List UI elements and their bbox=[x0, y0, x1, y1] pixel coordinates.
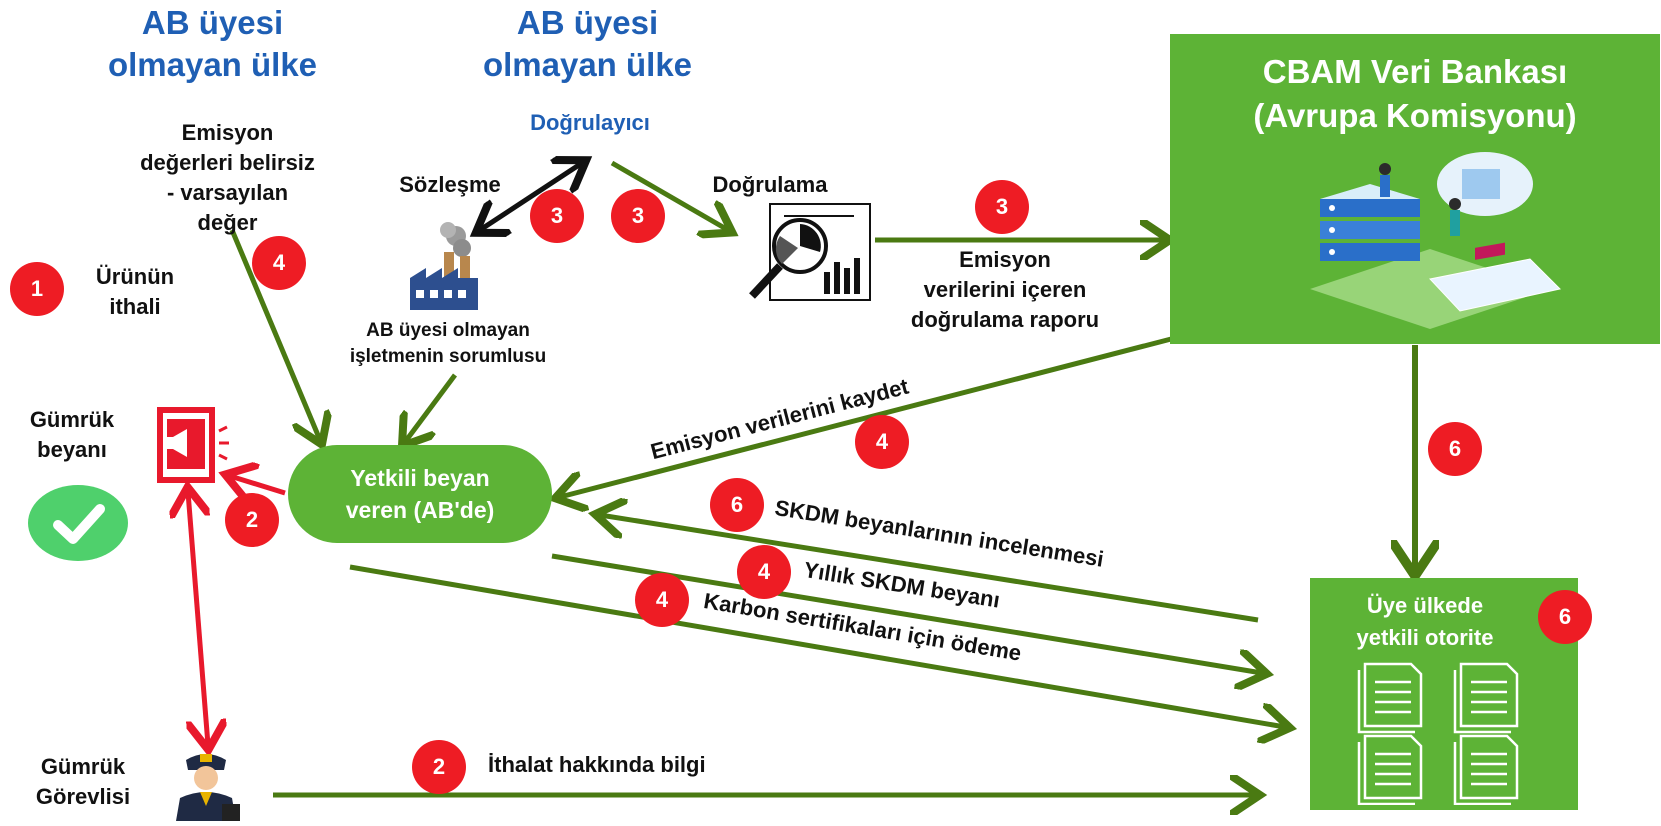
import-info-label: İthalat hakkında bilgi bbox=[488, 752, 706, 777]
report-magnifier-icon bbox=[742, 202, 872, 302]
badge-authority: 6 bbox=[1538, 590, 1592, 644]
verifier-label: Doğrulayıcı bbox=[530, 110, 650, 135]
authority-label: Üye ülkede yetkili otorite bbox=[1356, 593, 1494, 650]
badge-cbam-authority: 6 bbox=[1428, 422, 1482, 476]
factory-icon bbox=[408, 222, 480, 310]
document-icon bbox=[1357, 662, 1423, 734]
badge-customs: 2 bbox=[225, 493, 279, 547]
member-state-authority-box: Üye ülkede yetkili otorite bbox=[1310, 578, 1578, 810]
badge-review: 6 bbox=[710, 478, 764, 532]
operator-label: AB üyesi olmayan işletmenin sorumlusu bbox=[349, 320, 547, 367]
customs-officer-label: Gümrük Görevlisi bbox=[35, 754, 131, 809]
customs-officer-double-arrow bbox=[188, 492, 208, 745]
contract-arrow bbox=[480, 163, 582, 230]
declarant-to-customs-arrow bbox=[230, 476, 286, 493]
payment-arrow bbox=[349, 564, 1285, 727]
customs-declaration-label: Gümrük beyanı bbox=[29, 407, 115, 462]
cbam-to-declarant-arrow bbox=[560, 335, 1176, 497]
cbam-title: CBAM Veri Bankası (Avrupa Komisyonu) bbox=[1253, 53, 1577, 134]
operator-arrow bbox=[405, 373, 458, 442]
authorized-declarant-node: Yetkili beyan veren (AB'de) bbox=[288, 445, 552, 543]
checkmark-icon bbox=[28, 485, 128, 561]
documents-grid bbox=[1355, 660, 1545, 806]
emission-default-label: Emisyon değerleri belirsiz - varsayılan … bbox=[140, 120, 315, 235]
non-eu-country-header-left: AB üyesi olmayan ülke bbox=[107, 4, 318, 83]
badge-import-info: 2 bbox=[412, 740, 466, 794]
verification-label: Doğrulama bbox=[712, 172, 828, 197]
cbam-data-bank-box: CBAM Veri Bankası (Avrupa Komisyonu) bbox=[1170, 34, 1660, 344]
megaphone-document-icon bbox=[143, 405, 229, 485]
badge-record: 4 bbox=[855, 415, 909, 469]
default-value-arrow bbox=[229, 229, 320, 440]
contract-label: Sözleşme bbox=[399, 172, 501, 197]
non-eu-country-header-middle: AB üyesi olmayan ülke bbox=[482, 4, 693, 83]
customs-officer-icon bbox=[168, 748, 246, 821]
report-label: Emisyon verilerini içeren doğrulama rapo… bbox=[910, 247, 1100, 332]
badge-payment: 4 bbox=[635, 573, 689, 627]
declarant-label: Yetkili beyan veren (AB'de) bbox=[345, 465, 495, 523]
badge-import: 1 bbox=[10, 262, 64, 316]
badge-annual: 4 bbox=[737, 545, 791, 599]
badge-default-value: 4 bbox=[252, 236, 306, 290]
verification-arrow bbox=[610, 160, 728, 230]
product-import-label: Ürünün ithali bbox=[95, 264, 175, 319]
review-arrow bbox=[600, 515, 1259, 623]
badge-verify: 3 bbox=[611, 189, 665, 243]
badge-contract: 3 bbox=[530, 189, 584, 243]
badge-report: 3 bbox=[975, 180, 1029, 234]
data-server-illustration bbox=[1270, 139, 1570, 339]
